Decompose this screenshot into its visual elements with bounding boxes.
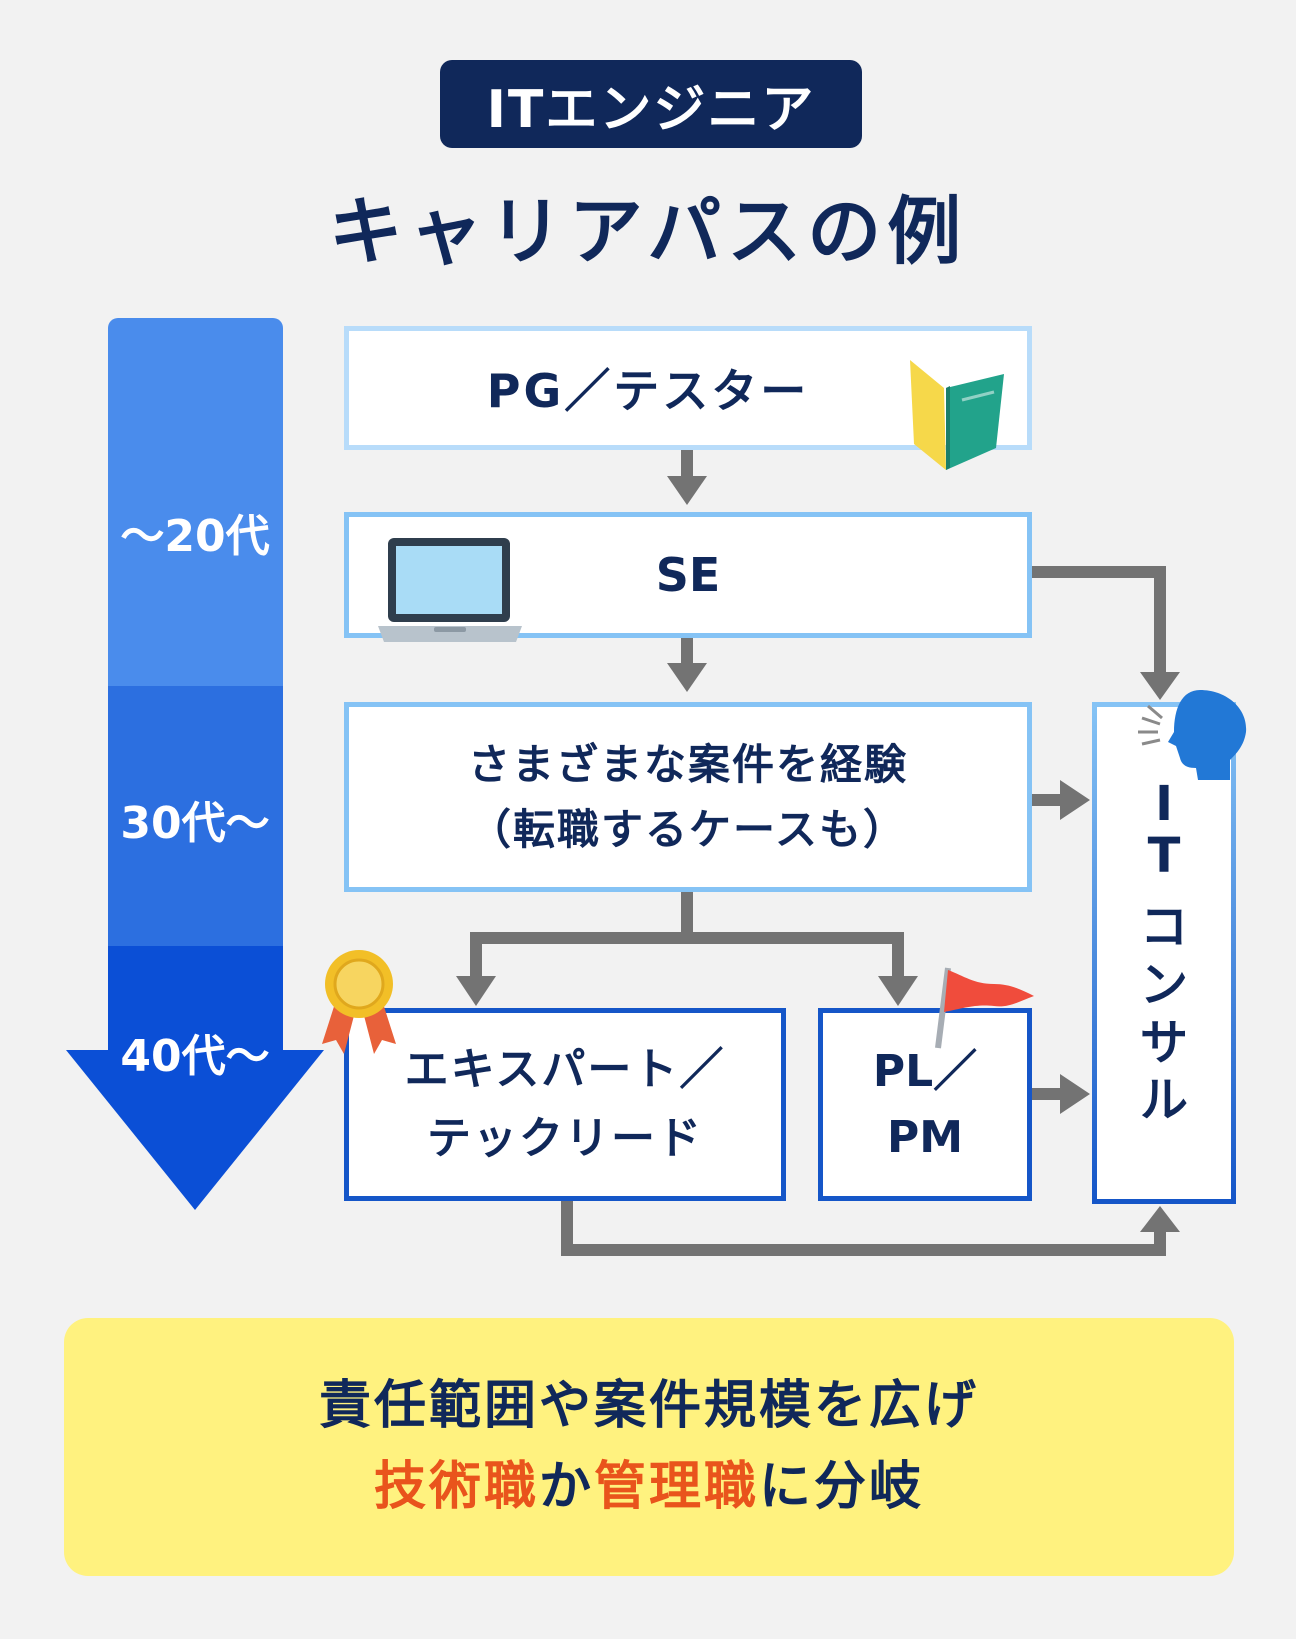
laptop-icon [378, 538, 522, 642]
consult-char: サ [1139, 1014, 1188, 1071]
pg-tester-label: PG／テスター [486, 364, 810, 418]
summary-connector: か [538, 1457, 594, 1517]
summary-panel: 責任範囲や案件規模を広げ 技術職か管理職に分岐 [64, 1318, 1234, 1576]
beginner-mark-icon [910, 360, 1004, 470]
speaking-head-icon [1138, 690, 1247, 780]
age-label-40s: 40代～ [120, 1031, 270, 1082]
tech-role-highlight: 技術職 [373, 1457, 539, 1517]
expert-techlead-box: エキスパート／ テックリード [344, 1008, 786, 1201]
summary-line1: 責任範囲や案件規模を広げ [318, 1376, 979, 1437]
age-label-20s: ～20代 [120, 511, 270, 562]
experience-box: さまざまな案件を経験 （転職するケースも） [344, 702, 1032, 892]
se-label: SE [655, 548, 721, 602]
pl-line1: PL／ [872, 1045, 978, 1097]
pl-pm-box: PL／ PM [818, 1008, 1032, 1201]
summary-end: に分岐 [759, 1457, 925, 1517]
medal-icon [322, 950, 396, 1054]
consult-char: T [1147, 827, 1181, 884]
pl-line2: PM [886, 1111, 964, 1163]
age-timeline-arrow [66, 318, 324, 1210]
consult-char: ル [1139, 1072, 1188, 1129]
page-title: キャリアパスの例 [328, 189, 968, 275]
consult-char: I [1155, 776, 1173, 833]
it-consultant-box: I T コ ン サ ル [1092, 702, 1236, 1204]
experience-line1: さまざまな案件を経験 [467, 739, 908, 789]
summary-line2: 技術職か管理職に分岐 [374, 1447, 924, 1528]
expert-line2: テックリード [427, 1112, 703, 1164]
flag-icon [935, 967, 1034, 1049]
expert-line1: エキスパート／ [404, 1044, 726, 1096]
category-badge: ITエンジニア [440, 60, 862, 148]
consult-char: ン [1139, 957, 1188, 1013]
consult-char: コ [1139, 899, 1188, 956]
management-role-highlight: 管理職 [594, 1457, 760, 1517]
experience-line2: （転職するケースも） [469, 805, 907, 854]
age-label-30s: 30代～ [120, 798, 270, 849]
